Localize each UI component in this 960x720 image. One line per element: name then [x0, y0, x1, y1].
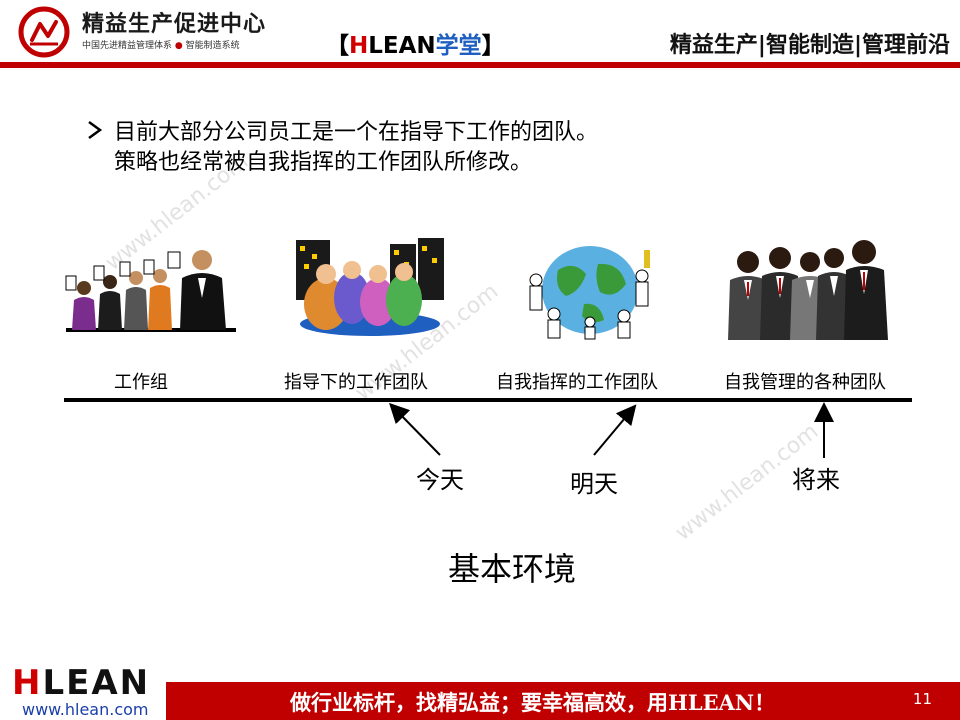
page-number: 11	[912, 690, 932, 708]
time-label-future: 将来	[792, 466, 840, 494]
arrow-today	[389, 402, 441, 456]
timeline-line	[64, 398, 912, 402]
brand-sub-a: 中国先进精益管理体系	[82, 41, 173, 51]
hlean-lean: LEAN	[368, 33, 436, 59]
hlean-logo-icon	[18, 6, 70, 58]
hlean-school: 学堂	[435, 33, 482, 59]
time-label-tomorrow: 明天	[570, 470, 618, 498]
bullet-line-1: 目前大部分公司员工是一个在指导下工作的团队。	[114, 120, 599, 145]
self-directed-team-clipart	[529, 246, 650, 340]
stage-label-guided-team: 指导下的工作团队	[284, 372, 428, 393]
hlean-h: H	[349, 33, 369, 59]
brand-sub-dot: ●	[174, 41, 183, 51]
stage-label-self-managed-teams: 自我管理的各种团队	[724, 372, 886, 393]
footer-logo-h: H	[12, 663, 43, 703]
hlean-school-title: 【HLEAN学堂】	[326, 26, 505, 60]
brand-title: 精益生产促进中心	[82, 12, 267, 37]
self-managed-team-clipart	[728, 240, 888, 340]
stage-label-self-directed-team: 自我指挥的工作团队	[496, 372, 658, 393]
time-label-today: 今天	[416, 466, 464, 494]
stage-label-work-group: 工作组	[114, 372, 168, 393]
footer-banner	[166, 682, 960, 720]
guided-team-clipart	[296, 238, 444, 336]
arrow-tomorrow	[593, 404, 637, 456]
environment-title: 基本环境	[448, 550, 577, 588]
bracket-close: 】	[481, 33, 505, 59]
footer-slogan: 做行业标杆，找精弘益；要幸福高效，用HLEAN！	[290, 690, 776, 715]
work-group-clipart	[65, 250, 236, 332]
footer-logo-lean: LEAN	[42, 663, 151, 703]
footer-url-link[interactable]: www.hlean.com	[22, 700, 149, 719]
brand-subtitle: 中国先进精益管理体系 ● 智能制造系统	[82, 38, 240, 51]
brand-sub-b: 智能制造系统	[185, 41, 240, 51]
bullet-line-2: 策略也经常被自我指挥的工作团队所修改。	[114, 150, 533, 175]
bracket-open: 【	[326, 33, 349, 59]
header-tagline: 精益生产|智能制造|管理前沿	[669, 33, 950, 58]
bullet-arrow-icon	[88, 120, 103, 140]
header-divider	[0, 62, 960, 68]
footer-hlean-logo: HLEAN	[12, 666, 150, 700]
